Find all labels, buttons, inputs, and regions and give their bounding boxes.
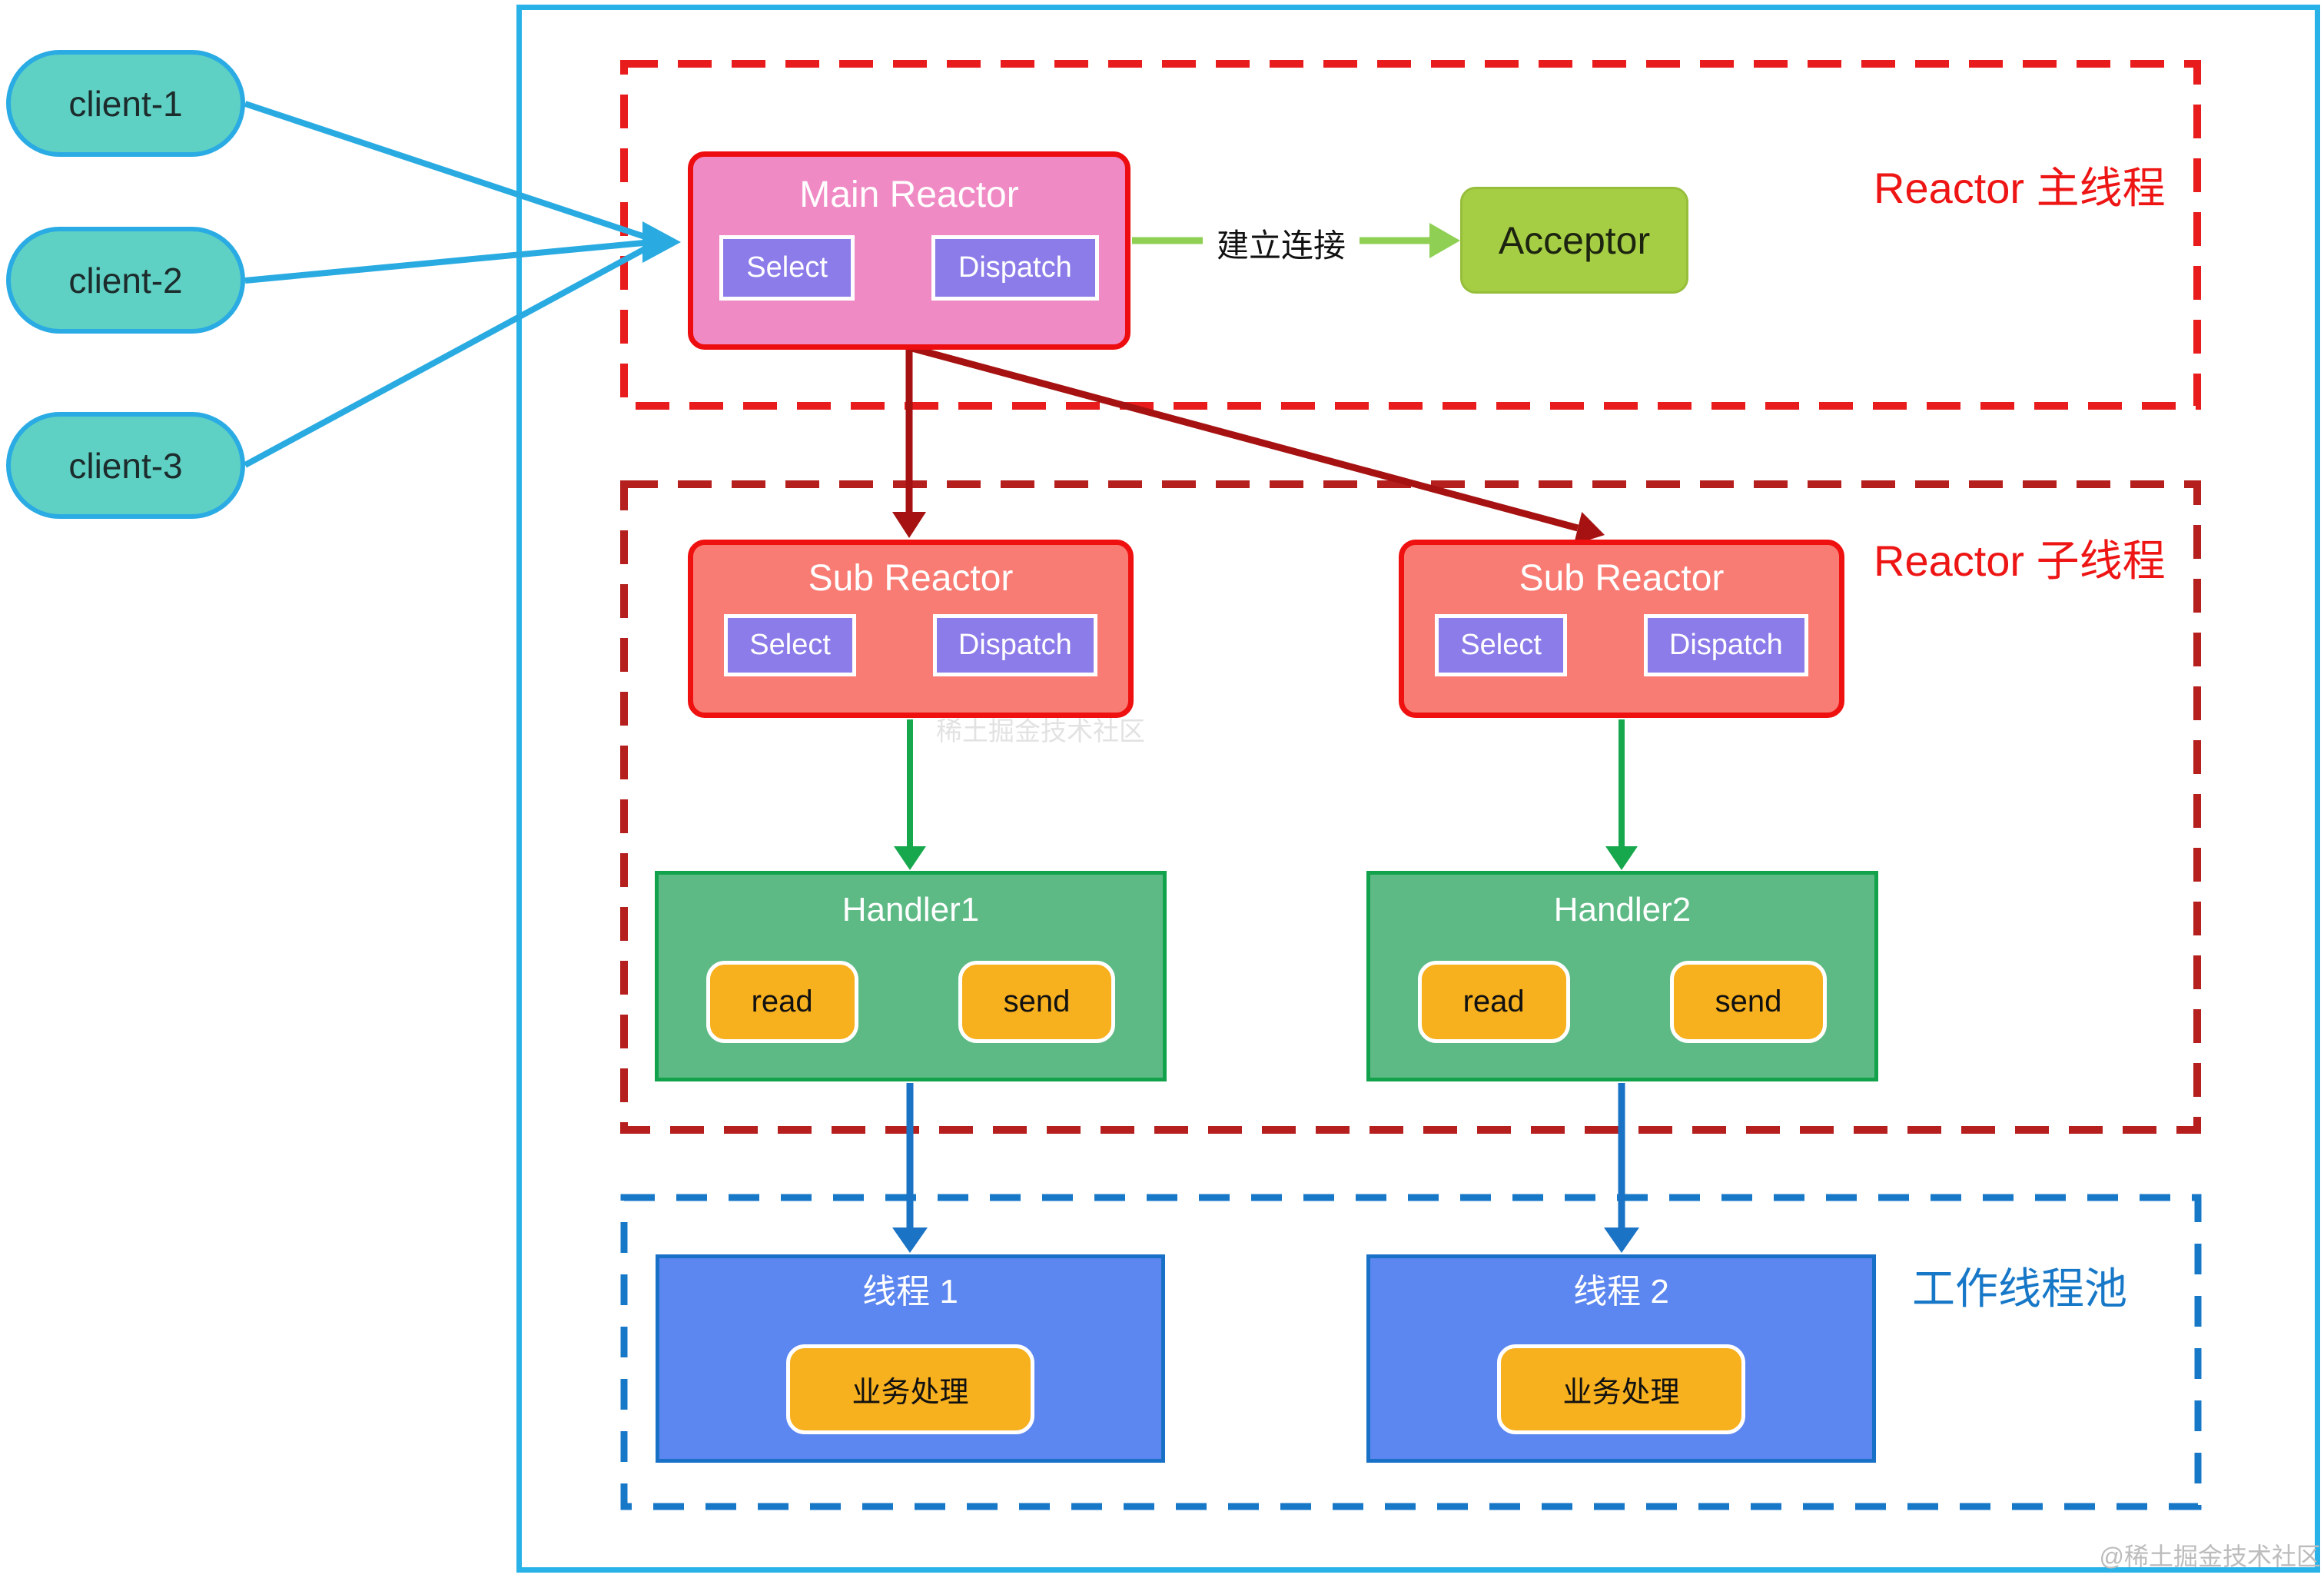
client1-arrow-line: [244, 101, 653, 242]
main-reactor-chip-row: Select Dispatch: [719, 235, 1099, 301]
client-1-node: client-1: [6, 50, 245, 157]
dispatch-arrowhead-icon-2: [1573, 512, 1605, 545]
watermark-faint: 稀土掘金技术社区: [936, 717, 1145, 746]
handler-1-title: Handler1: [842, 891, 980, 929]
handler-1-node: Handler1 read send: [655, 871, 1167, 1081]
sub-reactor-1-dispatch-chip: Dispatch: [932, 614, 1097, 676]
worker-thread-1-title: 线程 1: [862, 1273, 958, 1311]
handler-2-title: Handler2: [1553, 891, 1692, 929]
acceptor-node: Acceptor: [1460, 187, 1688, 294]
handler-2-node: Handler2 read send: [1366, 871, 1878, 1081]
main-reactor-dispatch-chip: Dispatch: [931, 235, 1099, 301]
worker-thread-2-task-chip: 业务处理: [1497, 1344, 1745, 1434]
handler-1-chip-row: read send: [706, 961, 1116, 1043]
client-3-node: client-3: [6, 412, 245, 519]
worker-thread-1-node: 线程 1 业务处理: [656, 1254, 1165, 1463]
client-1-label: client-1: [68, 83, 183, 124]
sub-reactor-1-select-chip: Select: [724, 614, 856, 676]
main-reactor-title: Main Reactor: [799, 174, 1019, 215]
main-reactor-node: Main Reactor Select Dispatch: [688, 151, 1130, 350]
sub-reactor-1-chip-row: Select Dispatch: [724, 614, 1097, 676]
handler-2-read-chip: read: [1417, 961, 1570, 1043]
client-arrowhead-icon: [642, 221, 681, 263]
worker-pool-region-label: 工作线程池: [1912, 1264, 2127, 1313]
handler-2-chip-row: read send: [1417, 961, 1828, 1043]
handler-1-read-chip: read: [706, 961, 858, 1043]
sub-reactor-2-title: Sub Reactor: [1519, 558, 1725, 599]
handler-arrowhead-icon-2: [1605, 846, 1638, 870]
connection-arrowhead-icon: [1429, 223, 1460, 258]
sub-thread-region-label: Reactor 子线程: [1874, 537, 2166, 585]
client3-arrow-line: [244, 242, 653, 468]
dispatch-arrow-line-2: [908, 344, 1579, 532]
main-thread-region-label: Reactor 主线程: [1874, 164, 2166, 212]
client-2-label: client-2: [68, 260, 183, 301]
thread-arrowhead-icon-2: [1604, 1228, 1639, 1253]
sub-reactor-2-node: Sub Reactor Select Dispatch: [1399, 540, 1844, 718]
sub-reactor-2-select-chip: Select: [1435, 614, 1567, 676]
sub-reactor-2-dispatch-chip: Dispatch: [1643, 614, 1808, 676]
worker-thread-2-node: 线程 2 业务处理: [1366, 1254, 1876, 1463]
connection-label: 建立连接: [1203, 217, 1360, 270]
worker-thread-2-title: 线程 2: [1573, 1273, 1669, 1311]
acceptor-label: Acceptor: [1498, 218, 1651, 262]
sub-reactor-1-title: Sub Reactor: [808, 558, 1014, 599]
client-2-node: client-2: [6, 227, 245, 334]
worker-thread-1-task-chip: 业务处理: [786, 1344, 1034, 1434]
server-boundary-frame: [516, 5, 2320, 1573]
handler-arrowhead-icon-1: [894, 846, 926, 870]
handler-2-send-chip: send: [1669, 961, 1828, 1043]
handler-1-send-chip: send: [958, 961, 1116, 1043]
thread-arrowhead-icon-1: [892, 1228, 928, 1253]
watermark-corner: @稀土掘金技术社区: [2099, 1543, 2322, 1570]
sub-reactor-2-chip-row: Select Dispatch: [1435, 614, 1808, 676]
dispatch-arrowhead-icon-1: [892, 512, 926, 538]
main-thread-region-outline: [620, 60, 2201, 410]
main-reactor-select-chip: Select: [719, 235, 855, 301]
client-3-label: client-3: [68, 445, 183, 486]
client2-arrow-line: [244, 239, 652, 284]
sub-reactor-1-node: Sub Reactor Select Dispatch: [688, 540, 1134, 718]
worker-pool-region-outline: [620, 1194, 2202, 1510]
